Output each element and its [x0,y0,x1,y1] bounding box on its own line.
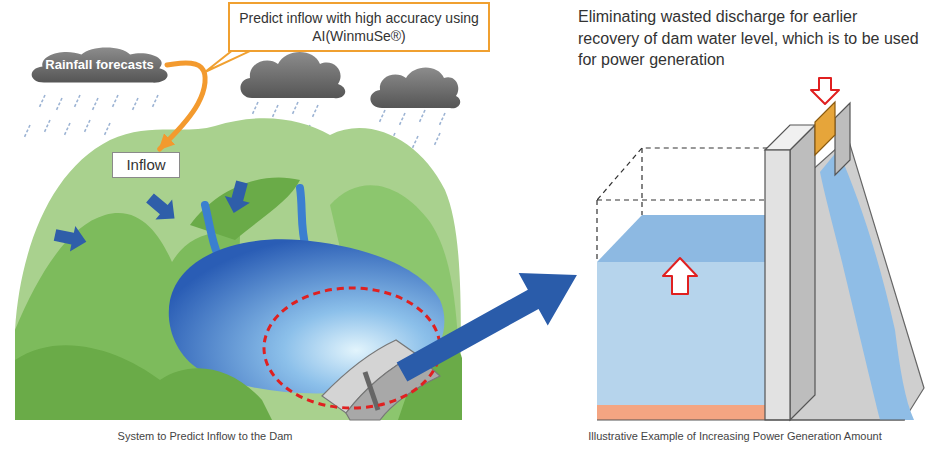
figure-caption: System to Predict Inflow to the Dam [55,429,355,443]
node-text: Predict inflow with high accuracy using … [238,9,480,45]
dam-pier [790,125,815,420]
transition-arrow [387,249,591,398]
ground-line [597,419,905,420]
rain-cloud [370,68,460,109]
rainfall-cloud: Rainfall forecasts [30,45,169,85]
mountain [15,118,461,420]
spillway-gate [815,102,835,155]
reservoir-bed [597,405,765,420]
highlight-circle [264,288,440,408]
dam-pier [835,103,850,175]
inflow-arrow [221,179,254,217]
node-text: Inflow [125,156,167,174]
description-text: Eliminating wasted discharge for earlier… [578,6,923,71]
inflow-arrow [142,188,183,228]
figure-caption: Illustrative Example of Increasing Power… [565,429,905,443]
inflow-box: Inflow [112,152,180,178]
discharge-flow [820,150,914,420]
inflow-arrow [52,222,89,254]
dam-spillway [365,372,378,410]
callout-box: Predict inflow with high accuracy using … [228,2,490,52]
stream [300,188,306,248]
level-up-arrow [663,258,697,294]
node-text: Rainfall forecasts [45,57,154,73]
hill [15,345,272,420]
cloud-fill [32,47,168,82]
gate-close-arrow [811,78,839,104]
dam-pier [765,125,815,150]
rain-cloud [240,52,345,98]
dam-pier [765,150,790,420]
